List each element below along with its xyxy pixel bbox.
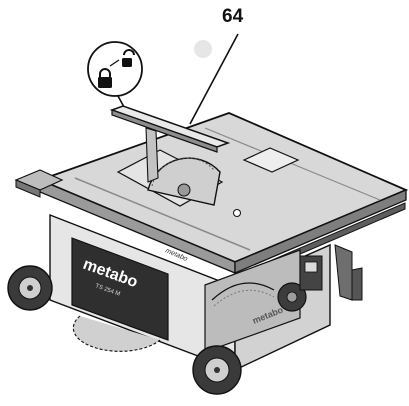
saw-housing [49,213,363,372]
padlock-closed-icon [98,68,112,88]
lock-icon-badge [87,41,143,108]
callout-64-leader-line [189,33,239,125]
wheel-left [7,265,53,311]
wheel-right [192,345,242,395]
blade-guard-bar [109,105,231,183]
callout-64-label: 64 [222,6,244,27]
faint-marker-circle [194,40,212,58]
padlock-open-icon [122,49,135,67]
